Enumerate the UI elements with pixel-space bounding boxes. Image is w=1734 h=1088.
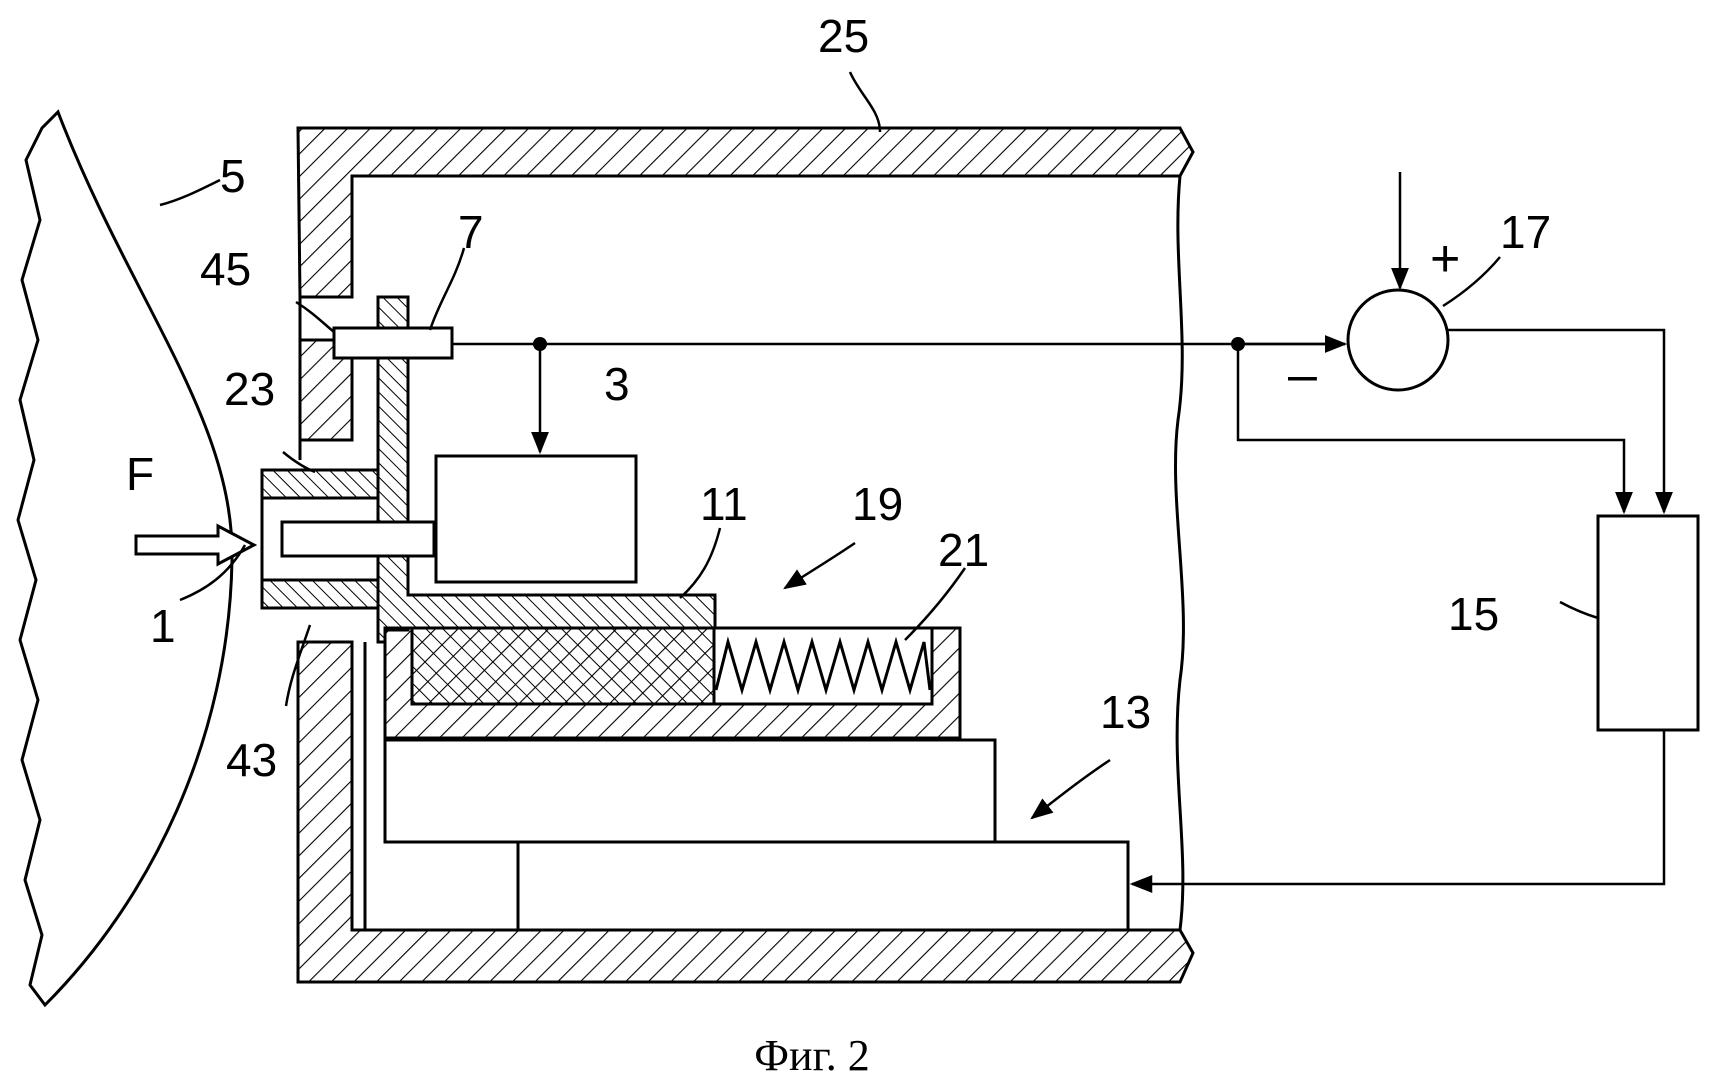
sleeve-23-top	[260, 468, 380, 500]
label-5: 5	[220, 150, 246, 202]
label-11: 11	[700, 478, 748, 530]
label-21: 21	[938, 524, 989, 576]
label-19: 19	[852, 478, 903, 530]
figure-caption: Фиг. 2	[754, 1031, 869, 1080]
line-feedback-to-controller	[1236, 344, 1633, 515]
label-43: 43	[226, 734, 277, 786]
label-7: 7	[458, 206, 484, 258]
line-controller-to-actuator	[1129, 730, 1666, 893]
controller-15	[1596, 514, 1700, 732]
label-f: F	[126, 448, 154, 500]
block-3	[434, 454, 638, 584]
spring-21	[714, 636, 932, 696]
label-45: 45	[200, 243, 251, 295]
label-3: 3	[604, 358, 630, 410]
label-17: 17	[1500, 206, 1551, 258]
housing-25-lower	[296, 640, 1195, 984]
label-15: 15	[1448, 588, 1499, 640]
label-25: 25	[818, 10, 869, 62]
label-23: 23	[224, 363, 275, 415]
probe-1	[280, 520, 436, 558]
sign-plus: +	[1430, 230, 1460, 288]
label-13: 13	[1100, 686, 1151, 738]
line-comparator-to-controller	[1448, 328, 1673, 515]
spring-chamber	[712, 626, 934, 706]
sensor-7	[332, 326, 454, 360]
comparator-17	[1346, 288, 1450, 392]
housing-25	[296, 126, 1195, 299]
actuator-13-lower	[516, 840, 1130, 932]
sign-minus: –	[1288, 346, 1317, 404]
workpiece-5	[16, 109, 234, 1008]
sleeve-23-bottom	[260, 578, 380, 610]
mass-11	[410, 626, 716, 706]
housing-break-line	[1173, 175, 1185, 931]
actuator-13-upper	[383, 738, 997, 844]
force-arrow	[134, 523, 258, 567]
label-1: 1	[150, 600, 176, 652]
